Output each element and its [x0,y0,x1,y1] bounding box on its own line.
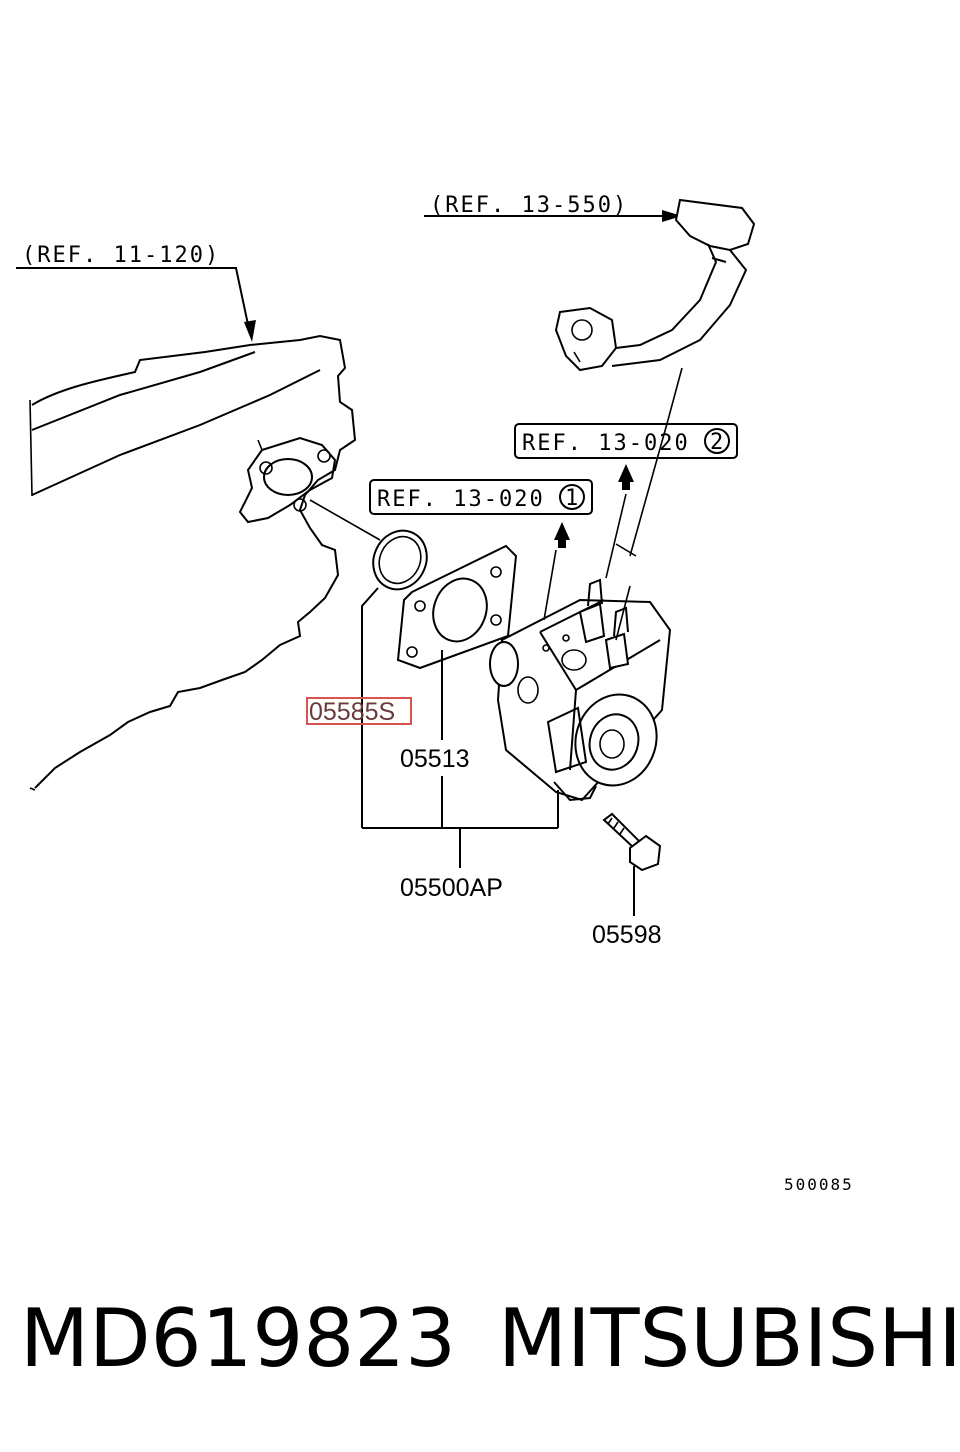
circle-number-2-icon [704,428,730,454]
pump-to-ref1-line [543,549,557,621]
ref-13-020-2-label: REF. 13-020 [522,431,690,456]
part-label-bolt[interactable]: 05598 [592,921,662,949]
ref-13-020-2-number: 2 [710,430,723,455]
o-ring-leader [361,587,379,828]
ref-11-120-arrowhead [244,320,256,342]
ref-13-550-arrowhead [662,210,682,222]
ref-11-120-label: (REF. 11-120) [22,243,220,268]
engine-block-drawing [29,334,357,791]
ref-13-020-2-box: REF. 13-020 2 [514,423,738,459]
drawing-code: 500085 [784,1175,854,1194]
ref-13-020-1-label: REF. 13-020 [377,487,545,512]
ref-13-020-2-arrow-icon [618,464,634,490]
footer-brand: MITSUBISHI [498,1292,960,1385]
footer-part-number: MD619823 [20,1292,456,1385]
ref-13-020-1-box: REF. 13-020 1 [369,479,593,515]
ref-11-120-leader [16,267,251,335]
bolt-drawing [602,812,662,872]
o-ring-drawing [372,529,428,591]
gasket-drawing [396,544,518,670]
pump-to-ref2-line [605,493,627,579]
part-label-assembly[interactable]: 05500AP [400,874,503,902]
o-ring-to-flange-line [309,499,381,541]
fuel-pipe-drawing [554,198,756,372]
ref-13-020-1-arrow-icon [554,522,570,548]
fuel-pump-drawing [489,543,672,802]
circle-number-1-icon [559,484,585,510]
part-label-gasket[interactable]: 05513 [400,745,470,773]
highlight-box [306,697,412,725]
part-label-o-ring[interactable]: 05585S [309,698,395,726]
pipe-to-ref2-line [667,367,683,421]
ref-13-020-1-number: 1 [565,486,578,511]
ref-13-550-label: (REF. 13-550) [430,193,628,218]
